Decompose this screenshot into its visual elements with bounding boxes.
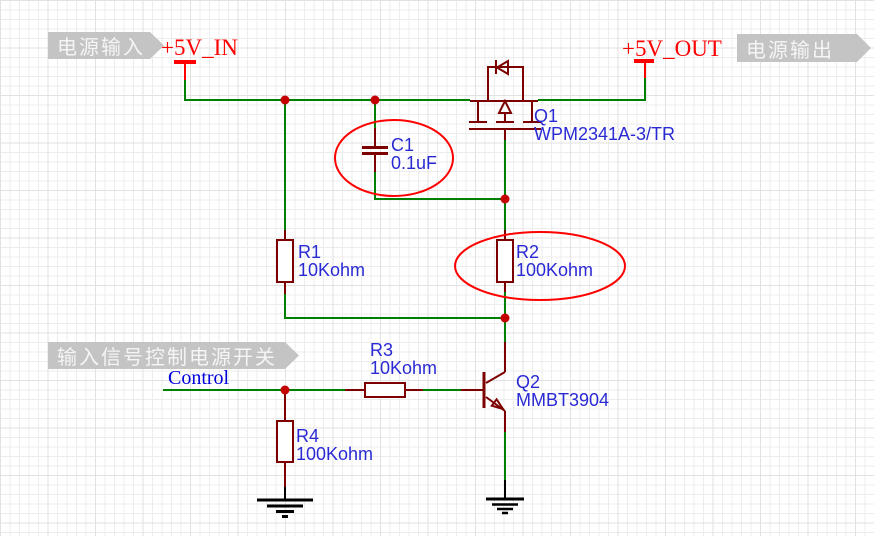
q1-designator[interactable]: Q1 [534,106,559,126]
c1-value[interactable]: 0.1uF [391,153,438,173]
q2-value[interactable]: MMBT3904 [516,390,610,410]
power-port-vout-symbol[interactable] [634,59,654,78]
q1-value[interactable]: WPM2341A-3/TR [534,124,676,144]
r1-designator[interactable]: R1 [298,242,322,262]
junction-dots [280,95,510,395]
r1-resistor-symbol[interactable] [276,230,294,294]
banner-control-note-label: 输入信号控制电源开关 [57,347,277,369]
r3-value[interactable]: 10Kohm [370,358,438,378]
banner-power-output[interactable]: 电源输出 [737,34,871,62]
c1-capacitor-symbol[interactable] [362,128,388,172]
q1-pmosfet-symbol[interactable] [469,59,541,140]
r4-value[interactable]: 100Kohm [296,444,374,464]
banner-power-input-label: 电源输入 [57,37,145,59]
power-net-vout-label[interactable]: +5V_OUT [622,36,722,61]
net-label-control[interactable]: Control [168,367,230,389]
power-net-vin-label[interactable]: +5V_IN [161,35,238,60]
c1-designator[interactable]: C1 [391,135,415,155]
q2-designator[interactable]: Q2 [516,372,541,392]
r2-designator[interactable]: R2 [516,242,540,262]
r3-resistor-symbol[interactable] [345,382,423,398]
r1-value[interactable]: 10Kohm [298,260,366,280]
highlight-ellipse-c1[interactable] [334,119,454,197]
r4-resistor-symbol[interactable] [276,390,294,487]
gnd-symbol-q2[interactable] [486,480,524,515]
banner-control-note[interactable]: 输入信号控制电源开关 [48,342,299,369]
power-port-vin-symbol[interactable] [174,60,196,80]
r3-designator[interactable]: R3 [370,340,394,360]
gnd-symbol-r4[interactable] [257,487,313,518]
r2-value[interactable]: 100Kohm [516,260,594,280]
highlight-ellipse-r2[interactable] [454,231,626,301]
banner-power-output-label: 电源输出 [746,39,834,62]
banner-power-input[interactable]: 电源输入 [48,32,164,59]
r2-resistor-symbol[interactable] [496,230,514,292]
q2-npn-symbol[interactable] [461,342,506,432]
r4-designator[interactable]: R4 [296,426,320,446]
